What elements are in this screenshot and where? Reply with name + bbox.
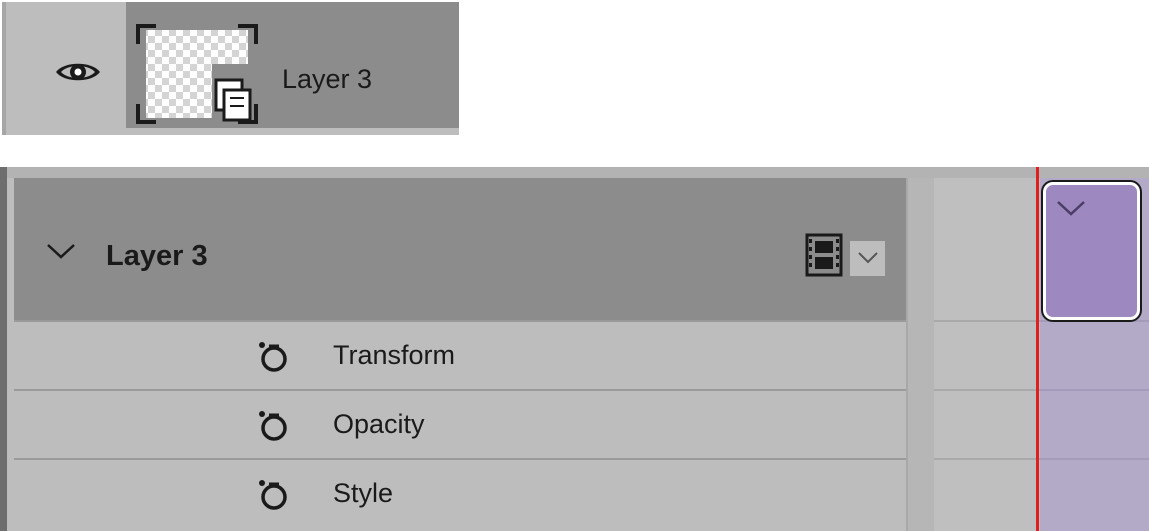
visibility-toggle[interactable] [2, 2, 124, 135]
layer-row[interactable]: Layer 3 [126, 2, 459, 135]
stopwatch-icon[interactable] [256, 335, 292, 375]
timeline-layer-name: Layer 3 [106, 240, 208, 272]
timeline-layer-header[interactable]: Layer 3 [14, 178, 906, 320]
chevron-down-icon[interactable] [46, 242, 76, 260]
property-label: Opacity [333, 409, 425, 439]
timeline-panel: Layer 3 Transform [0, 167, 1149, 531]
timeline-column-divider[interactable] [906, 178, 934, 531]
property-label: Style [333, 478, 394, 508]
layers-panel: Layer 3 [2, 2, 459, 135]
eye-icon [56, 63, 100, 81]
film-strip-icon[interactable] [805, 233, 843, 277]
property-label: Transform [333, 340, 456, 370]
chevron-down-icon [858, 252, 878, 264]
layer-options-dropdown[interactable] [850, 241, 885, 276]
stopwatch-icon[interactable] [256, 473, 292, 513]
panel-top-edge [7, 167, 1149, 178]
smart-object-thumbnail-icon [136, 24, 258, 124]
layer-clip[interactable] [1043, 182, 1140, 320]
clip-lane-divider [1040, 320, 1149, 322]
clip-lane-divider [1040, 389, 1149, 391]
layer-name[interactable]: Layer 3 [282, 64, 373, 94]
stopwatch-icon[interactable] [256, 404, 292, 444]
chevron-down-icon[interactable] [1056, 199, 1086, 217]
playhead[interactable] [1036, 167, 1039, 531]
property-row-transform[interactable]: Transform [14, 320, 906, 387]
panel-edge [0, 167, 7, 531]
layer-thumbnail[interactable] [134, 22, 260, 126]
property-row-opacity[interactable]: Opacity [14, 389, 906, 456]
clip-lane-divider [1040, 458, 1149, 460]
property-row-style[interactable]: Style [14, 458, 906, 525]
